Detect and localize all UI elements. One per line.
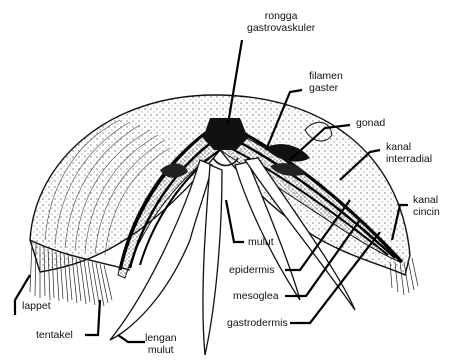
- label-line: kanal: [413, 194, 440, 206]
- label-line: interradial: [386, 153, 432, 165]
- label-rongga-gastrovaskuler: rongga gastrovaskuler: [247, 10, 315, 34]
- label-mulut: mulut: [248, 236, 274, 248]
- label-line: filamen: [309, 70, 343, 82]
- label-line: cincin: [413, 206, 440, 218]
- label-mesoglea: mesoglea: [233, 290, 279, 302]
- label-lengan-mulut: lengan mulut: [145, 332, 177, 356]
- label-line: lengan: [145, 332, 177, 344]
- label-tentakel: tentakel: [36, 329, 73, 341]
- label-line: kanal: [386, 141, 432, 153]
- label-gastrodermis: gastrodermis: [227, 317, 288, 329]
- label-filamen-gaster: filamen gaster: [309, 70, 343, 94]
- label-kanal-interradial: kanal interradial: [386, 141, 432, 165]
- oral-arm: [203, 165, 222, 355]
- label-lappet: lappet: [22, 300, 51, 312]
- label-line: gastrovaskuler: [247, 22, 315, 34]
- label-gonad: gonad: [356, 117, 385, 129]
- label-kanal-cincin: kanal cincin: [413, 194, 440, 218]
- label-epidermis: epidermis: [229, 264, 275, 276]
- label-line: gaster: [309, 82, 343, 94]
- label-line: mulut: [145, 344, 177, 356]
- label-line: rongga: [247, 10, 315, 22]
